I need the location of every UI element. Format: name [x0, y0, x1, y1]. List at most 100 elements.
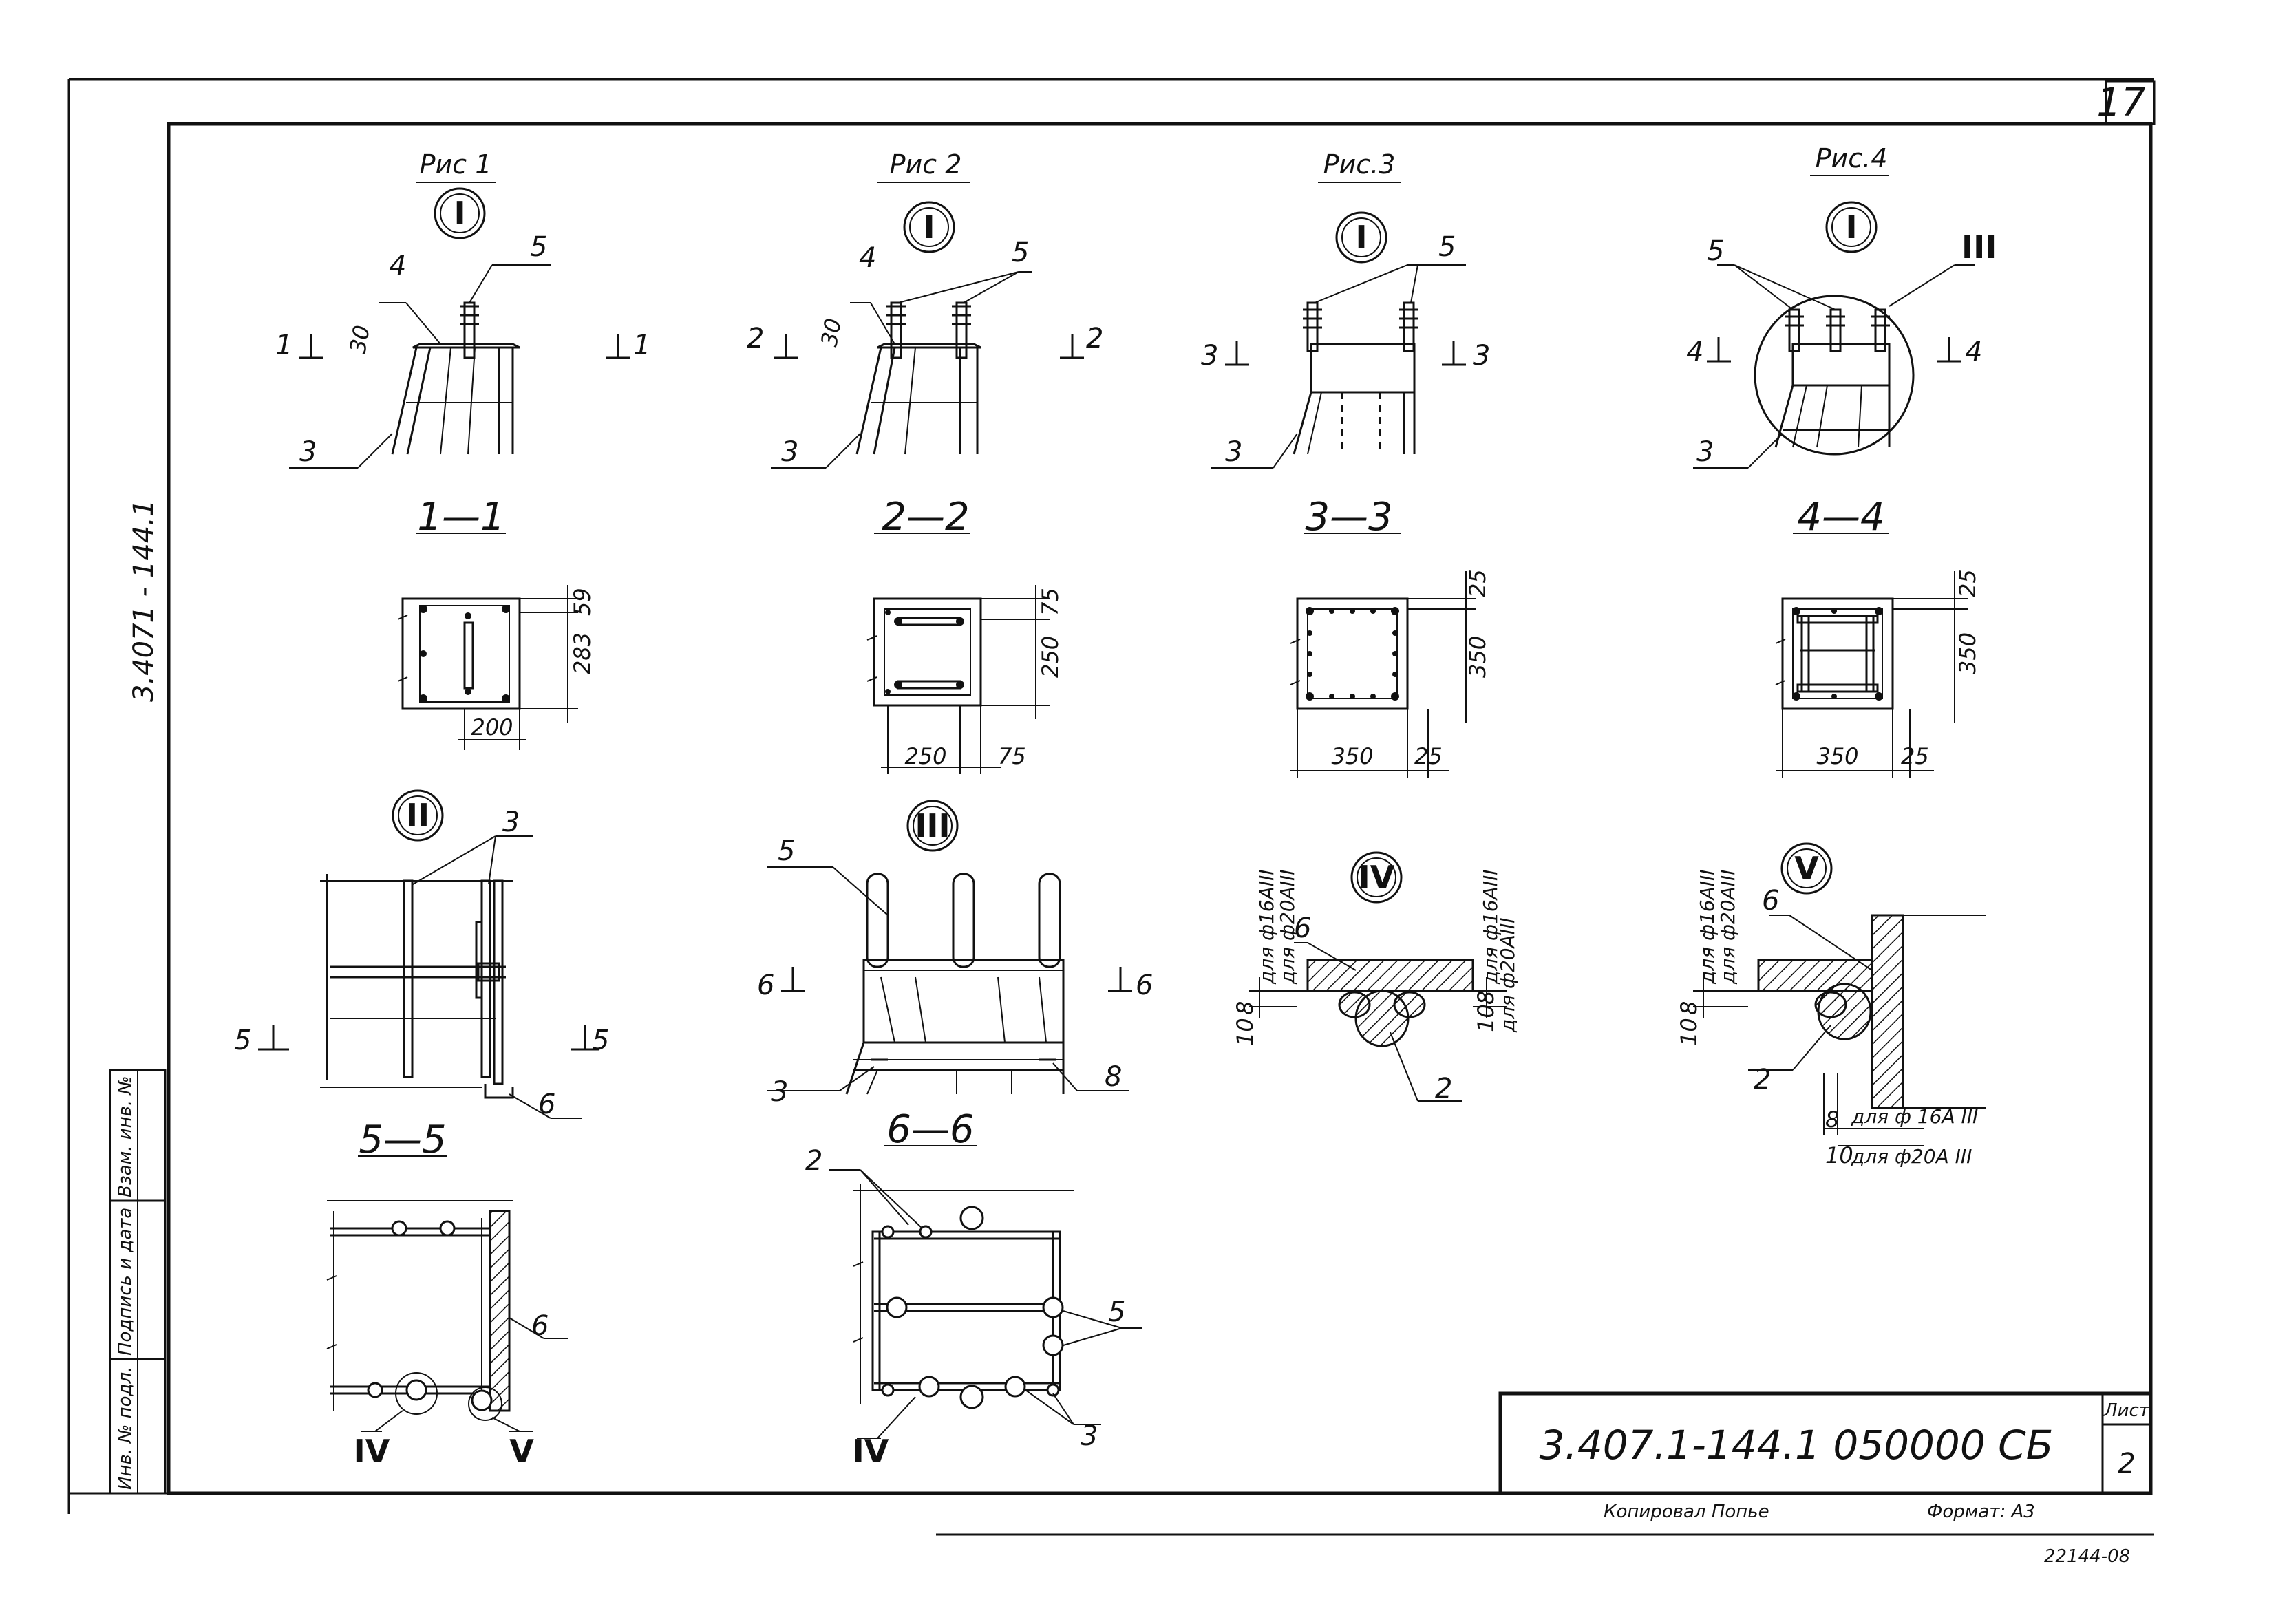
detail-II-cut-right: 5 — [592, 1025, 609, 1056]
section-2-2-dim-height: 250 — [1037, 636, 1063, 678]
detail-III — [767, 800, 1132, 1095]
detail-IV-dim-10-right: 10 — [1473, 1004, 1499, 1032]
section-5-5-title: 5—5 — [359, 1118, 446, 1162]
detail-V-bottom-note-20: для ф20А III — [1851, 1145, 1972, 1168]
figure-2-cut-left: 2 — [747, 323, 764, 354]
title-code: 3.407.1-144.1 050000 СБ — [1540, 1422, 2054, 1468]
figure-3-cut-left: 3 — [1201, 340, 1218, 372]
section-4-4 — [1775, 533, 1968, 778]
side-code: 3.4071 - 144.1 — [128, 500, 160, 702]
figure-3-cut-right: 3 — [1473, 340, 1490, 372]
section-3-3-title: 3—3 — [1305, 495, 1392, 539]
figure-3-pos-3: 3 — [1225, 436, 1242, 468]
section-2-2-dim-right: 75 — [998, 743, 1026, 769]
section-6-6-pos-5: 5 — [1108, 1296, 1125, 1328]
stamp-inv-podl: Инв. № подл. — [115, 1367, 136, 1490]
detail-III-callout: III — [915, 807, 950, 844]
detail-IV-dim-10: 10 — [1232, 1018, 1258, 1046]
detail-V-bottom-note-16: для ф 16А III — [1851, 1105, 1978, 1128]
copied-by: Копировал Попье — [1604, 1502, 1769, 1522]
detail-III-pos-3: 3 — [771, 1076, 788, 1108]
section-3-3-dim-height: 350 — [1465, 636, 1491, 678]
section-4-4-dim-top: 25 — [1955, 569, 1981, 597]
detail-V-bottom-dim-10: 10 — [1825, 1142, 1853, 1168]
figure-4-pos-5: 5 — [1707, 235, 1724, 267]
figure-4-pos-3: 3 — [1696, 436, 1714, 468]
figure-1-pos-5: 5 — [530, 231, 547, 263]
detail-IV-dim-8-right: 8 — [1473, 991, 1499, 1005]
section-5-5-mark-left: IV — [354, 1433, 390, 1470]
section-2-2-dim-width: 250 — [904, 743, 946, 769]
detail-V-pos-2: 2 — [1754, 1064, 1771, 1096]
section-1-1-dim-width: 200 — [471, 714, 513, 740]
detail-III-pos-5: 5 — [778, 835, 795, 867]
section-3-3 — [1290, 533, 1476, 778]
section-2-2 — [866, 533, 1050, 774]
figure-2-title: Рис 2 — [890, 149, 962, 180]
section-1-1 — [397, 533, 578, 750]
figure-3-pos-5: 5 — [1438, 231, 1456, 263]
figure-1-dim: 30 — [344, 323, 374, 356]
detail-IV-dim-8: 8 — [1232, 1001, 1258, 1015]
figure-2-callout: I — [923, 209, 935, 246]
section-5-5-pos-6: 6 — [531, 1310, 549, 1342]
detail-IV-note-20-left: для ф20АIII — [1276, 870, 1299, 985]
list-label: Лист — [2103, 1400, 2150, 1421]
detail-II-pos-6: 6 — [538, 1089, 555, 1120]
section-5-5 — [326, 1155, 568, 1432]
detail-V-note-20: для ф20АIII — [1716, 870, 1739, 985]
detail-V-dim-8: 8 — [1676, 1001, 1702, 1015]
figure-4-callout-detail: III — [1961, 228, 1997, 266]
archive-number: 22144-08 — [2044, 1546, 2130, 1567]
section-1-1-dim-top: 59 — [569, 588, 595, 616]
section-2-2-dim-top: 75 — [1037, 588, 1063, 616]
figure-1-pos-3: 3 — [299, 436, 317, 468]
list-number: 2 — [2118, 1448, 2135, 1479]
figure-2-dim: 30 — [816, 317, 846, 349]
figure-4-cut-left: 4 — [1686, 336, 1703, 368]
section-6-6-pos-2: 2 — [805, 1145, 822, 1177]
side-stamp — [109, 1069, 167, 1495]
section-1-1-title: 1—1 — [417, 495, 504, 539]
figure-2 — [771, 182, 1084, 469]
figure-3-title: Рис.3 — [1323, 149, 1396, 180]
detail-IV-pos-2: 2 — [1435, 1073, 1452, 1104]
detail-II-callout: II — [406, 797, 429, 834]
figure-2-pos-5: 5 — [1012, 237, 1029, 268]
figure-2-pos-4: 4 — [859, 242, 876, 274]
detail-V-bottom-dim-8: 8 — [1825, 1107, 1839, 1133]
figure-2-pos-3: 3 — [781, 436, 798, 468]
detail-II-pos-3: 3 — [502, 806, 520, 838]
format-label: Формат: А3 — [1927, 1502, 2035, 1522]
detail-III-cut-left: 6 — [757, 970, 774, 1001]
figure-3-callout: I — [1355, 219, 1367, 256]
figure-1-cut-right: 1 — [633, 330, 650, 361]
detail-V-pos-6: 6 — [1762, 885, 1779, 917]
section-4-4-title: 4—4 — [1797, 495, 1884, 539]
figure-3 — [1211, 182, 1466, 469]
detail-II-cut-left: 5 — [234, 1025, 251, 1056]
section-3-3-dim-right: 25 — [1414, 743, 1443, 769]
section-3-3-dim-top: 25 — [1465, 569, 1491, 597]
figure-4 — [1693, 175, 1975, 469]
detail-II — [258, 789, 599, 1119]
title-block — [1498, 1391, 2153, 1495]
detail-IV-note-16-left: для ф16АIII — [1255, 870, 1278, 985]
stamp-podpis-data: Подпись и дата — [115, 1208, 136, 1356]
figure-4-title: Рис.4 — [1816, 143, 1888, 173]
figure-1-cut-left: 1 — [275, 330, 292, 361]
detail-IV-note-16-right: для ф16АIII — [1479, 870, 1502, 985]
stamp-vzam-inv: Взам. инв. № — [115, 1076, 136, 1197]
sheet-number: 17 — [2096, 81, 2146, 125]
detail-IV-note-20-right: для ф20АIII — [1496, 918, 1519, 1034]
detail-V-note-16: для ф16АIII — [1696, 870, 1719, 985]
detail-IV-pos-6: 6 — [1294, 912, 1311, 944]
figure-1-pos-4: 4 — [389, 250, 406, 282]
detail-IV — [1249, 851, 1507, 1102]
section-4-4-dim-right: 25 — [1901, 743, 1929, 769]
figure-1 — [289, 182, 630, 469]
section-6-6-title: 6—6 — [886, 1107, 974, 1152]
figure-1-callout: I — [454, 195, 465, 232]
figure-4-callout: I — [1845, 209, 1857, 246]
